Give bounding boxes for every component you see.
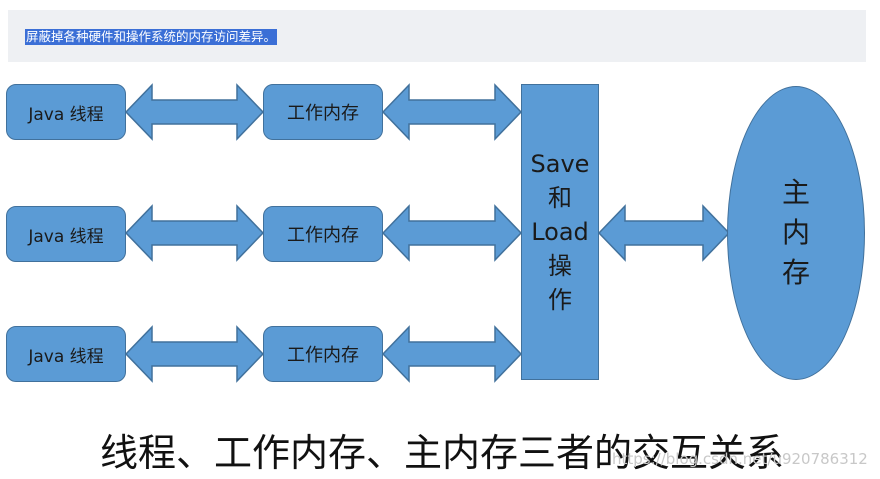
- save-load-line-2: 和: [548, 184, 572, 212]
- diagram-caption: 线程、工作内存、主内存三者的交互关系: [100, 431, 785, 475]
- work-saveload-arrow-3: [381, 325, 523, 383]
- banner-text: 屏蔽掉各种硬件和操作系统的内存访问差异。: [25, 29, 278, 45]
- saveload-main-memory-arrow: [597, 204, 731, 262]
- work-saveload-arrow-2: [381, 204, 523, 262]
- thread-work-arrow-1: [124, 83, 265, 141]
- main-memory-line-3: 存: [781, 256, 810, 289]
- main-memory-ellipse: 主 内 存: [727, 86, 865, 380]
- save-load-line-1: Save: [530, 150, 590, 178]
- java-thread-box-3: Java 线程: [6, 326, 126, 382]
- thread-work-arrow-2: [124, 204, 265, 262]
- save-load-line-5: 作: [548, 286, 572, 314]
- save-load-operation-box: Save 和 Load 操 作: [521, 84, 599, 380]
- main-memory-line-1: 主: [781, 176, 810, 209]
- java-thread-box-1: Java 线程: [6, 84, 126, 140]
- work-memory-box-1: 工作内存: [263, 84, 383, 140]
- watermark: https://blog.csdn.net/u920786312: [612, 450, 868, 468]
- thread-work-arrow-3: [124, 325, 265, 383]
- main-memory-line-2: 内: [781, 216, 810, 249]
- work-saveload-arrow-1: [381, 83, 523, 141]
- save-load-line-4: 操: [548, 252, 572, 280]
- work-memory-box-3: 工作内存: [263, 326, 383, 382]
- work-memory-box-2: 工作内存: [263, 206, 383, 262]
- java-thread-box-2: Java 线程: [6, 206, 126, 262]
- save-load-line-3: Load: [531, 218, 589, 246]
